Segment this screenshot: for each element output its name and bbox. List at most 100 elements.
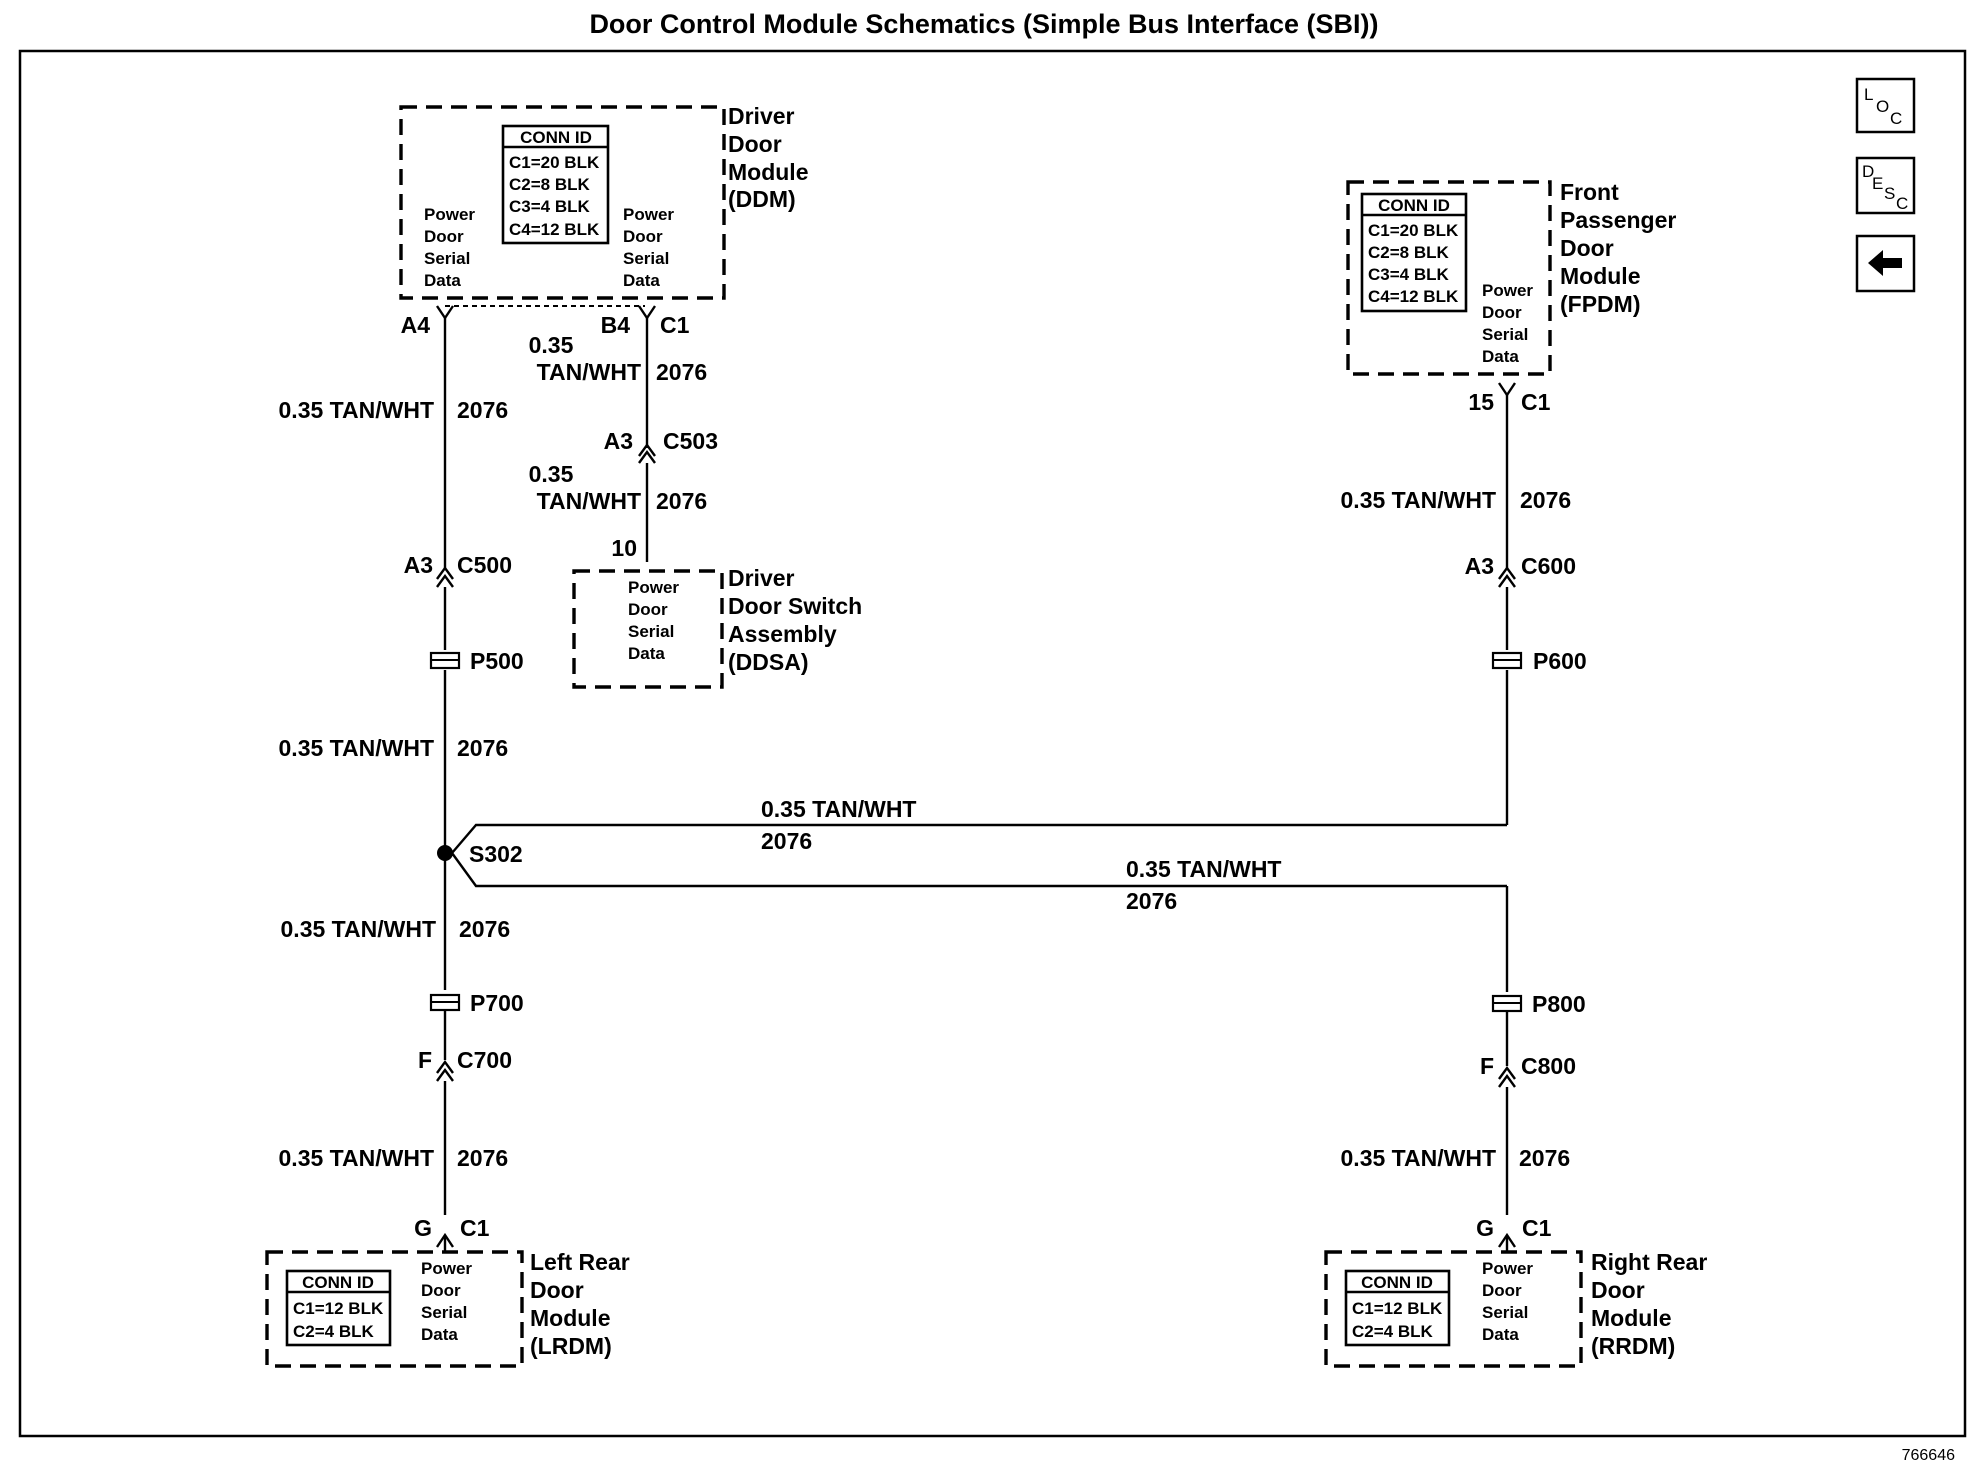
p700-label: P700 bbox=[470, 990, 524, 1016]
lrdm-name-4: (LRDM) bbox=[530, 1333, 612, 1359]
svg-text:C: C bbox=[1890, 109, 1902, 128]
ddsa-pin-label-1: Power bbox=[628, 578, 679, 597]
fpdm-conn-c3: C3=4 BLK bbox=[1368, 265, 1449, 284]
ddm-pin-b-label-4: Data bbox=[623, 271, 660, 290]
ddsa-name-3: Assembly bbox=[728, 621, 837, 647]
lrdm-pin-label-4: Data bbox=[421, 1325, 458, 1344]
fpdm-conn-c1: C1=20 BLK bbox=[1368, 221, 1459, 240]
ddm-pin-a-label-1: Power bbox=[424, 205, 475, 224]
p600-passthrough bbox=[1491, 651, 1523, 670]
c600-id: C600 bbox=[1521, 553, 1576, 579]
p600-label: P600 bbox=[1533, 648, 1587, 674]
fpdm-pin-label-1: Power bbox=[1482, 281, 1533, 300]
wire-label-b4-circuit: 2076 bbox=[656, 359, 707, 385]
wire-label-lrdm-size: 0.35 TAN/WHT bbox=[279, 1145, 434, 1171]
p500-passthrough bbox=[429, 651, 461, 670]
ddsa-module: Power Door Serial Data Driver Door Switc… bbox=[572, 565, 862, 689]
ddm-conn-c3: C3=4 BLK bbox=[509, 197, 590, 216]
wire-label-fpdm-horiz-circuit: 2076 bbox=[761, 828, 812, 854]
ddsa-pin-label-3: Serial bbox=[628, 622, 674, 641]
fpdm-pin: 15 bbox=[1468, 389, 1494, 415]
ddm-pin-a-label-4: Data bbox=[424, 271, 461, 290]
ddm-pin-b-label-1: Power bbox=[623, 205, 674, 224]
rrdm-pin-label-3: Serial bbox=[1482, 1303, 1528, 1322]
lrdm-name-3: Module bbox=[530, 1305, 611, 1331]
wire-label-ddm-size: 0.35 TAN/WHT bbox=[279, 397, 434, 423]
c800-id: C800 bbox=[1521, 1053, 1576, 1079]
p800-label: P800 bbox=[1532, 991, 1586, 1017]
c600-pin: A3 bbox=[1465, 553, 1494, 579]
p500-label: P500 bbox=[470, 648, 524, 674]
rrdm-pin-label-4: Data bbox=[1482, 1325, 1519, 1344]
c800-pin: F bbox=[1480, 1053, 1494, 1079]
wire-label-s302-size: 0.35 TAN/WHT bbox=[281, 916, 436, 942]
back-arrow-icon[interactable] bbox=[1855, 234, 1916, 293]
lrdm-conn-c1: C1=12 BLK bbox=[293, 1299, 384, 1318]
ddsa-name-2: Door Switch bbox=[728, 593, 862, 619]
fpdm-conn-c4: C4=12 BLK bbox=[1368, 287, 1459, 306]
rrdm-name-1: Right Rear bbox=[1591, 1249, 1707, 1275]
lrdm-conn-c2: C2=4 BLK bbox=[293, 1322, 374, 1341]
rrdm-pin-label-1: Power bbox=[1482, 1259, 1533, 1278]
lrdm-pin-label-3: Serial bbox=[421, 1303, 467, 1322]
fpdm-name-4: Module bbox=[1560, 263, 1641, 289]
lrdm-conn: C1 bbox=[460, 1215, 490, 1241]
ddm-pin-a-label-3: Serial bbox=[424, 249, 470, 268]
lrdm-name-1: Left Rear bbox=[530, 1249, 630, 1275]
wire-label-p500-size: 0.35 TAN/WHT bbox=[279, 735, 434, 761]
ddm-name-1: Driver bbox=[728, 103, 795, 129]
desc-icon[interactable]: D E S C bbox=[1855, 156, 1916, 215]
fpdm-pin-label-3: Serial bbox=[1482, 325, 1528, 344]
wire-label-ddm-circuit: 2076 bbox=[457, 397, 508, 423]
wire-label-b4-size: 0.35 bbox=[529, 332, 574, 358]
wire-label-rrdm-horiz-circuit: 2076 bbox=[1126, 888, 1177, 914]
ddsa-wire bbox=[638, 305, 656, 562]
wire-label-lrdm-circuit: 2076 bbox=[457, 1145, 508, 1171]
wire-label-c503-circuit: 2076 bbox=[656, 488, 707, 514]
rrdm-name-4: (RRDM) bbox=[1591, 1333, 1675, 1359]
svg-text:O: O bbox=[1876, 97, 1889, 116]
ddm-module: CONN ID C1=20 BLK C2=8 BLK C3=4 BLK C4=1… bbox=[399, 103, 809, 307]
ddm-name-3: Module bbox=[728, 159, 809, 185]
lrdm-conn-id-header: CONN ID bbox=[302, 1273, 374, 1292]
wire-label-c503-size: 0.35 bbox=[529, 461, 574, 487]
left-trunk-wire bbox=[436, 305, 454, 1252]
wire-label-c503-color: TAN/WHT bbox=[537, 488, 641, 514]
lrdm-pin-label-2: Door bbox=[421, 1281, 461, 1300]
wire-label-fpdm-circuit: 2076 bbox=[1520, 487, 1571, 513]
diagram-frame bbox=[18, 49, 1967, 1438]
ddm-pin-b4: B4 bbox=[601, 312, 631, 338]
rrdm-name-3: Module bbox=[1591, 1305, 1672, 1331]
rrdm-pin-label-2: Door bbox=[1482, 1281, 1522, 1300]
c503-pin: A3 bbox=[604, 428, 633, 454]
rrdm-module: CONN ID C1=12 BLK C2=4 BLK Power Door Se… bbox=[1324, 1249, 1707, 1368]
lrdm-module: CONN ID C1=12 BLK C2=4 BLK Power Door Se… bbox=[265, 1249, 630, 1368]
ddm-conn-c2: C2=8 BLK bbox=[509, 175, 590, 194]
rrdm-name-2: Door bbox=[1591, 1277, 1645, 1303]
loc-icon[interactable]: L O C bbox=[1855, 77, 1916, 134]
rrdm-conn-c1: C1=12 BLK bbox=[1352, 1299, 1443, 1318]
fpdm-wire bbox=[1498, 382, 1516, 825]
ddsa-pin: 10 bbox=[611, 535, 637, 561]
ddsa-pin-label-4: Data bbox=[628, 644, 665, 663]
rrdm-wire bbox=[1498, 886, 1516, 1252]
fpdm-pin-label-2: Door bbox=[1482, 303, 1522, 322]
svg-text:D: D bbox=[1862, 162, 1874, 181]
lrdm-pin: G bbox=[414, 1215, 432, 1241]
wire-label-rrdm-horiz-size: 0.35 TAN/WHT bbox=[1126, 856, 1281, 882]
fpdm-conn-c2: C2=8 BLK bbox=[1368, 243, 1449, 262]
wire-label-rrdm-circuit: 2076 bbox=[1519, 1145, 1570, 1171]
rrdm-pin: G bbox=[1476, 1215, 1494, 1241]
c700-id: C700 bbox=[457, 1047, 512, 1073]
wire-label-fpdm-size: 0.35 TAN/WHT bbox=[1341, 487, 1496, 513]
ddm-conn-c1: C1=20 BLK bbox=[509, 153, 600, 172]
rrdm-conn-c2: C2=4 BLK bbox=[1352, 1322, 1433, 1341]
svg-text:L: L bbox=[1864, 85, 1873, 104]
lrdm-name-2: Door bbox=[530, 1277, 584, 1303]
c500-id: C500 bbox=[457, 552, 512, 578]
fpdm-name-3: Door bbox=[1560, 235, 1614, 261]
ddm-name-4: (DDM) bbox=[728, 186, 796, 212]
c503-id: C503 bbox=[663, 428, 718, 454]
p700-passthrough bbox=[429, 993, 461, 1012]
